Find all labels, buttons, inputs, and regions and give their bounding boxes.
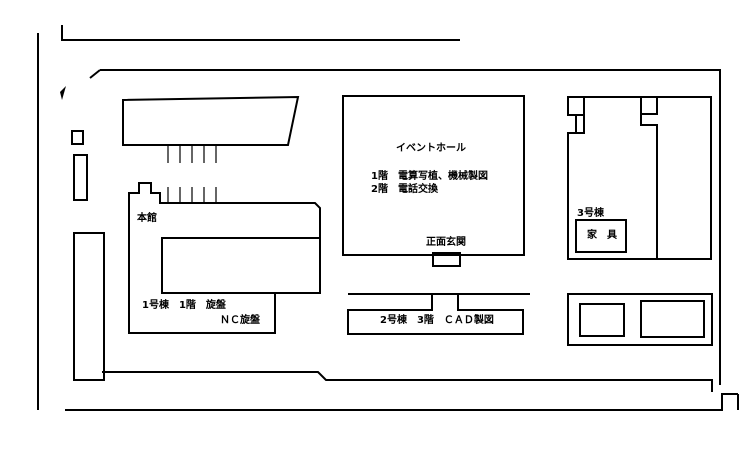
building-2-label: 2号棟 3階 ＣＡＤ製図 — [380, 315, 494, 326]
building-3-interior — [576, 97, 658, 259]
furniture-room — [575, 219, 627, 253]
top-road-line — [61, 25, 460, 41]
bottom-road-line — [102, 371, 713, 392]
event-hall-title: イベントホール — [396, 143, 466, 154]
south-east-room-right — [640, 300, 705, 338]
small-square-building — [71, 130, 84, 145]
main-building — [128, 182, 321, 334]
south-east-building — [567, 293, 713, 346]
site-boundary — [65, 69, 739, 411]
west-long-building — [73, 232, 105, 381]
slanted-building — [122, 95, 300, 146]
building-1-nc-lathe: ＮＣ旋盤 — [220, 315, 260, 326]
main-building-label: 本館 — [137, 213, 157, 224]
connector-lines — [167, 145, 217, 203]
main-entrance-label: 正面玄関 — [426, 237, 466, 248]
corner-mark — [60, 86, 66, 100]
event-hall-floor1: 1階 電算写植、機械製図 — [371, 171, 488, 182]
main-building-inner-wing — [161, 237, 320, 294]
building-3-label: 3号棟 — [577, 208, 604, 219]
furniture-label: 家 具 — [587, 230, 617, 241]
event-hall-floor2: 2階 電話交換 — [371, 184, 438, 195]
main-entrance — [432, 252, 461, 267]
narrow-building — [73, 154, 88, 201]
south-east-room-left — [579, 303, 625, 337]
building-2 — [347, 293, 524, 335]
building-3 — [567, 96, 712, 260]
building-1-label: 1号棟 1階 旋盤 — [142, 300, 226, 311]
